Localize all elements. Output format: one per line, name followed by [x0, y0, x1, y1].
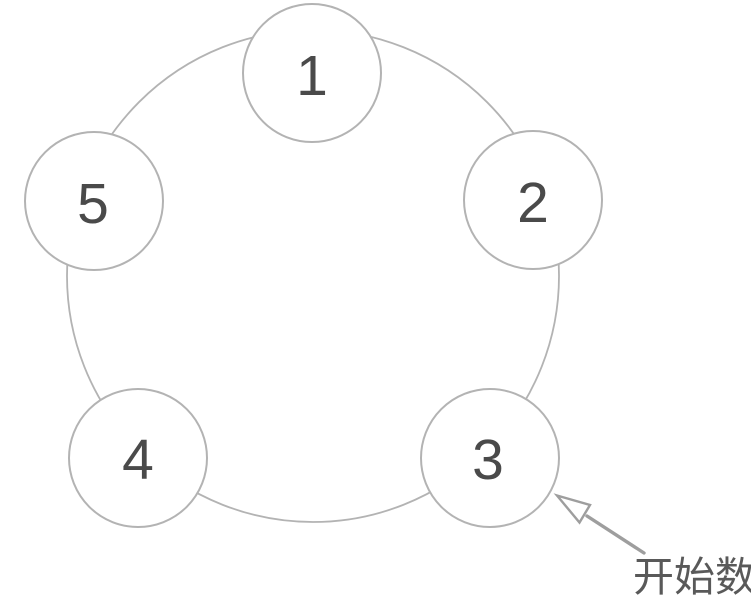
node-2-label: 2 [517, 171, 549, 235]
node-2: 2 [463, 130, 603, 270]
node-4-circle [68, 388, 208, 528]
node-4-label: 4 [122, 428, 154, 492]
node-1-label: 1 [296, 44, 328, 108]
annotation-arrow-shaft [585, 514, 646, 555]
annotation-arrow-head-icon [553, 493, 592, 525]
node-3: 3 [420, 388, 560, 528]
node-4: 4 [68, 388, 208, 528]
node-1: 1 [242, 3, 382, 143]
node-2-circle [463, 130, 603, 270]
node-1-circle [242, 3, 382, 143]
node-5: 5 [24, 131, 164, 271]
annotation-arrow [553, 493, 646, 555]
annotation-label: 开始数 [633, 554, 751, 600]
node-3-circle [420, 388, 560, 528]
node-5-circle [24, 131, 164, 271]
node-3-label: 3 [472, 428, 504, 492]
node-5-label: 5 [77, 172, 109, 236]
